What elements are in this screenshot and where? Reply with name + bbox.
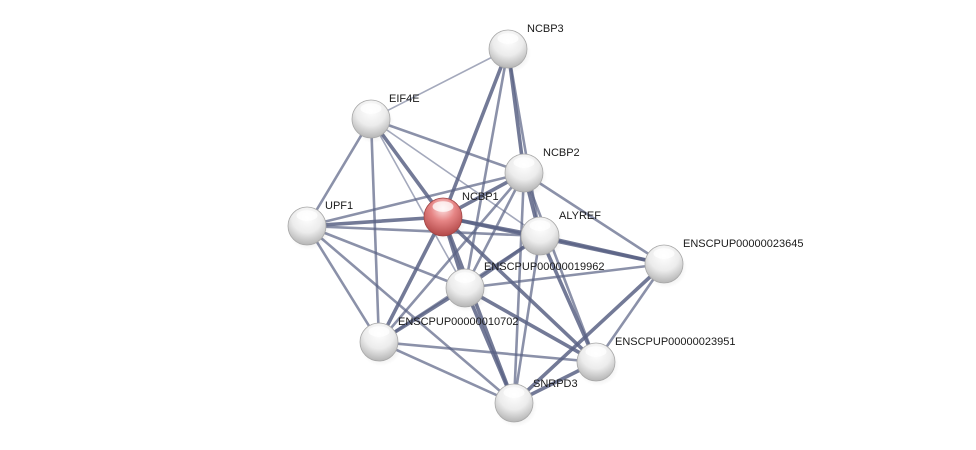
node-highlight <box>585 346 607 357</box>
node-label: ENSCPUP00000019962 <box>484 261 604 273</box>
node-label: EIF4E <box>389 93 420 105</box>
node-highlight <box>432 201 454 212</box>
node-label: ENSCPUP00000023951 <box>615 336 735 348</box>
edge-enscpup00000010702-enscpup00000023951[interactable] <box>377 340 598 364</box>
edge-ncbp3-eif4e[interactable] <box>370 48 509 120</box>
node-label: NCBP2 <box>543 147 580 159</box>
node-label: ALYREF <box>559 210 601 222</box>
node-enscpup00000023645[interactable]: ENSCPUP00000023645 <box>644 238 803 288</box>
edge-ncbp2-enscpup00000023645[interactable] <box>522 171 666 266</box>
edge-upf1-alyref[interactable] <box>305 224 542 238</box>
node-upf1[interactable]: UPF1 <box>287 200 353 250</box>
edge-ncbp1-upf1[interactable] <box>305 215 445 228</box>
edge-alyref-snrpd3[interactable] <box>512 234 542 405</box>
edge-eif4e-alyref[interactable] <box>370 118 541 237</box>
node-enscpup00000010702[interactable]: ENSCPUP00000010702 <box>359 316 518 366</box>
node-eif4e[interactable]: EIF4E <box>351 93 420 143</box>
node-label: NCBP3 <box>527 23 564 35</box>
node-highlight <box>497 33 519 44</box>
node-highlight <box>529 220 551 231</box>
edge-upf1-enscpup00000019962[interactable] <box>305 224 467 290</box>
edge-enscpup00000023645-enscpup00000019962[interactable] <box>463 262 666 290</box>
edge-enscpup00000023645-snrpd3[interactable] <box>512 262 666 405</box>
edge-enscpup00000019962-enscpup00000023951[interactable] <box>463 286 598 364</box>
edge-enscpup00000010702-snrpd3[interactable] <box>377 340 516 405</box>
node-enscpup00000019962[interactable]: ENSCPUP00000019962 <box>445 261 604 312</box>
edge-eif4e-enscpup00000010702[interactable] <box>369 117 381 344</box>
node-alyref[interactable]: ALYREF <box>520 210 601 260</box>
node-highlight <box>360 103 382 114</box>
node-highlight <box>368 326 390 337</box>
edge-ncbp3-alyref[interactable] <box>506 47 542 238</box>
node-label: NCBP1 <box>462 191 499 203</box>
edge-ncbp1-enscpup00000023951[interactable] <box>441 215 598 364</box>
node-highlight <box>513 157 535 168</box>
node-highlight <box>454 272 476 283</box>
node-ncbp2[interactable]: NCBP2 <box>504 147 580 197</box>
edge-ncbp2-enscpup00000010702[interactable] <box>377 171 526 344</box>
node-label: SNRPD3 <box>533 378 578 390</box>
edge-eif4e-ncbp2[interactable] <box>369 117 526 175</box>
node-label: ENSCPUP00000010702 <box>398 316 518 328</box>
node-highlight <box>503 387 525 398</box>
node-label: ENSCPUP00000023645 <box>683 238 803 250</box>
edge-upf1-snrpd3[interactable] <box>305 224 516 405</box>
node-enscpup00000023951[interactable]: ENSCPUP00000023951 <box>576 336 735 386</box>
node-highlight <box>296 210 318 221</box>
node-label: UPF1 <box>325 200 353 212</box>
edge-ncbp2-enscpup00000023951[interactable] <box>522 171 598 364</box>
node-highlight <box>653 248 675 259</box>
edge-ncbp3-enscpup00000019962[interactable] <box>463 47 510 290</box>
node-snrpd3[interactable]: SNRPD3 <box>494 378 578 427</box>
node-ncbp3[interactable]: NCBP3 <box>488 23 564 73</box>
edge-ncbp1-enscpup00000010702[interactable] <box>377 215 445 344</box>
edge-ncbp2-upf1[interactable] <box>305 171 526 228</box>
node-ncbp1[interactable]: NCBP1 <box>423 191 499 241</box>
